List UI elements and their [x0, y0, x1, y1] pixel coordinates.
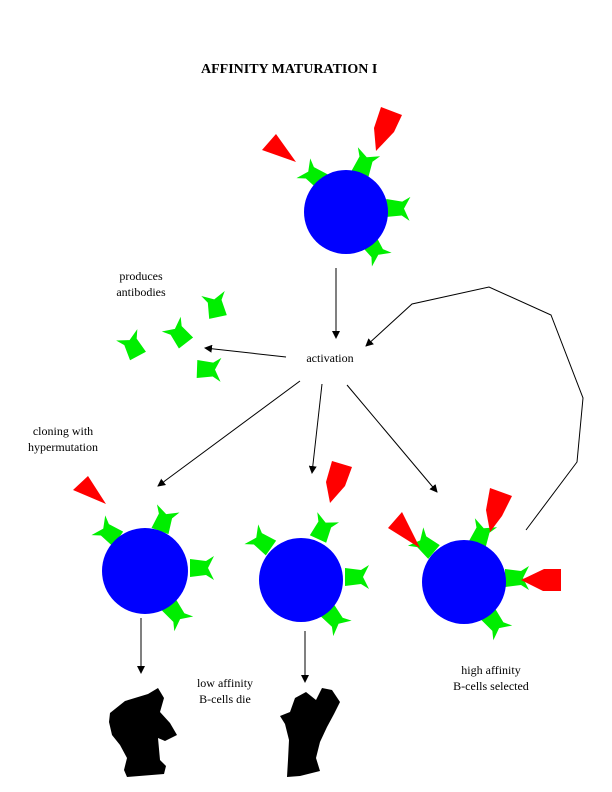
antibodies-text: antibodies [116, 285, 166, 299]
antigen-icon [73, 476, 106, 504]
arrow-to-antibodies [204, 344, 287, 358]
dead-b-cell-icon [109, 688, 177, 777]
hypermutation-text: hypermutation [28, 440, 98, 454]
left-clone-cell [73, 476, 214, 632]
high-affinity-text: high affinity [461, 663, 521, 677]
produces-label: produces antibodies [98, 268, 184, 300]
low-die-text: B-cells die [199, 692, 251, 706]
feedback-arrow [365, 286, 584, 531]
arrow-to-left-clone [157, 380, 301, 487]
high-affinity-label: high affinity B-cells selected [432, 662, 550, 694]
low-affinity-label: low affinity B-cells die [180, 675, 270, 707]
top-b-cell [262, 107, 411, 267]
low-affinity-text: low affinity [196, 676, 254, 690]
high-selected-text: B-cells selected [453, 679, 529, 693]
receptor-icon [190, 556, 214, 580]
antigen-icon [326, 461, 352, 503]
antigen-icon [262, 134, 296, 162]
free-antibodies [116, 291, 230, 382]
antigen-icon [388, 512, 420, 548]
antibody-icon [196, 357, 222, 382]
antibody-icon [116, 329, 149, 362]
antigen-icon [486, 488, 512, 532]
middle-clone-body [259, 538, 343, 622]
cloning-text: cloning with [32, 424, 94, 438]
receptor-icon [307, 512, 340, 545]
produces-text: produces [119, 269, 163, 283]
flow-arrows [137, 268, 584, 683]
arrow-to-middle-clone [308, 383, 323, 474]
cloning-label: cloning with hypermutation [15, 423, 111, 455]
receptor-icon [345, 565, 369, 589]
right-clone-cell [388, 488, 561, 641]
right-clone-body [422, 540, 506, 624]
activation-label: activation [306, 351, 354, 365]
middle-clone-cell [244, 461, 369, 637]
top-cell-body [304, 170, 388, 254]
dead-b-cell-icon [280, 688, 340, 777]
left-clone-body [102, 528, 188, 614]
antibody-icon [161, 316, 196, 351]
antigen-icon [521, 569, 561, 591]
arrow-to-right-clone [346, 384, 438, 493]
antibody-icon [201, 291, 230, 320]
antigen-icon [374, 107, 402, 151]
receptor-icon [385, 196, 411, 221]
page-title: AFFINITY MATURATION I [201, 62, 378, 77]
